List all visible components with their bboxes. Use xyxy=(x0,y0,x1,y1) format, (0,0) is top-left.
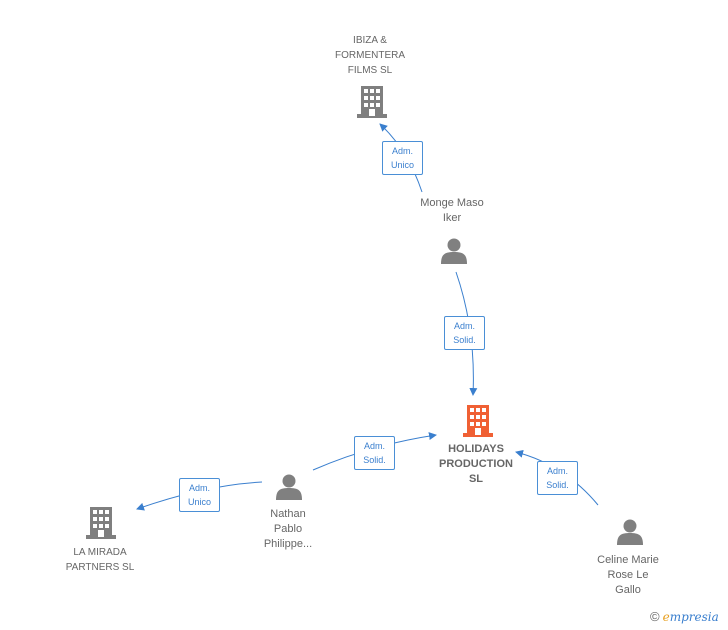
edge-label-nathan-holidays: Adm. Solid. xyxy=(354,436,395,470)
edge-label-monge-ibiza: Adm. Unico xyxy=(382,141,423,175)
edge-label-celine-holidays: Adm. Solid. xyxy=(537,461,578,495)
person-icon[interactable] xyxy=(441,238,467,265)
building-icon[interactable] xyxy=(86,507,116,539)
logo-text: mpresia xyxy=(669,610,719,624)
node-label-nathan-pablo-philippe[interactable]: Nathan Pablo Philippe... xyxy=(263,508,313,550)
empresia-logo[interactable]: ©empresia xyxy=(650,609,719,624)
person-icon[interactable] xyxy=(617,519,643,546)
logo-e: e xyxy=(662,610,670,624)
edge-label-nathan-lamirada: Adm. Unico xyxy=(179,478,220,512)
copyright-symbol: © xyxy=(650,609,660,624)
node-label-ibiza-formentera-films[interactable]: IBIZA & FORMENTERA FILMS SL xyxy=(335,35,405,76)
node-label-la-mirada-partners[interactable]: LA MIRADA PARTNERS SL xyxy=(65,547,135,573)
building-icon[interactable] xyxy=(463,405,493,437)
node-label-celine-marie-rose-le-gallo[interactable]: Celine Marie Rose Le Gallo xyxy=(597,554,659,596)
node-label-holidays-production[interactable]: HOLIDAYS PRODUCTION SL xyxy=(439,443,513,485)
edge-label-monge-holidays: Adm. Solid. xyxy=(444,316,485,350)
person-icon[interactable] xyxy=(276,474,302,501)
node-label-monge-maso-iker[interactable]: Monge Maso Iker xyxy=(420,197,484,224)
building-icon[interactable] xyxy=(357,86,387,118)
